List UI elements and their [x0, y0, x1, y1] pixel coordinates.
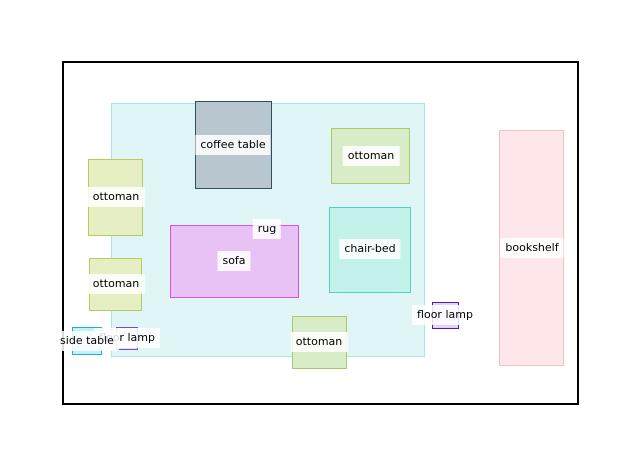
coffee-table-label: coffee table [195, 135, 271, 155]
ottoman-1-label: ottoman [342, 146, 400, 166]
ottoman-3-label: ottoman [87, 274, 145, 294]
room-boundary [62, 61, 579, 405]
floor-lamp-1-label: floor lamp [412, 305, 478, 325]
chair-bed-label: chair-bed [339, 239, 401, 259]
ottoman-4-label: ottoman [290, 332, 348, 352]
sofa-label: sofa [217, 251, 251, 271]
rug-label: rug [252, 219, 282, 239]
side-table-label: side table [55, 331, 119, 351]
ottoman-2-label: ottoman [87, 187, 145, 207]
bookshelf-label: bookshelf [500, 238, 564, 258]
